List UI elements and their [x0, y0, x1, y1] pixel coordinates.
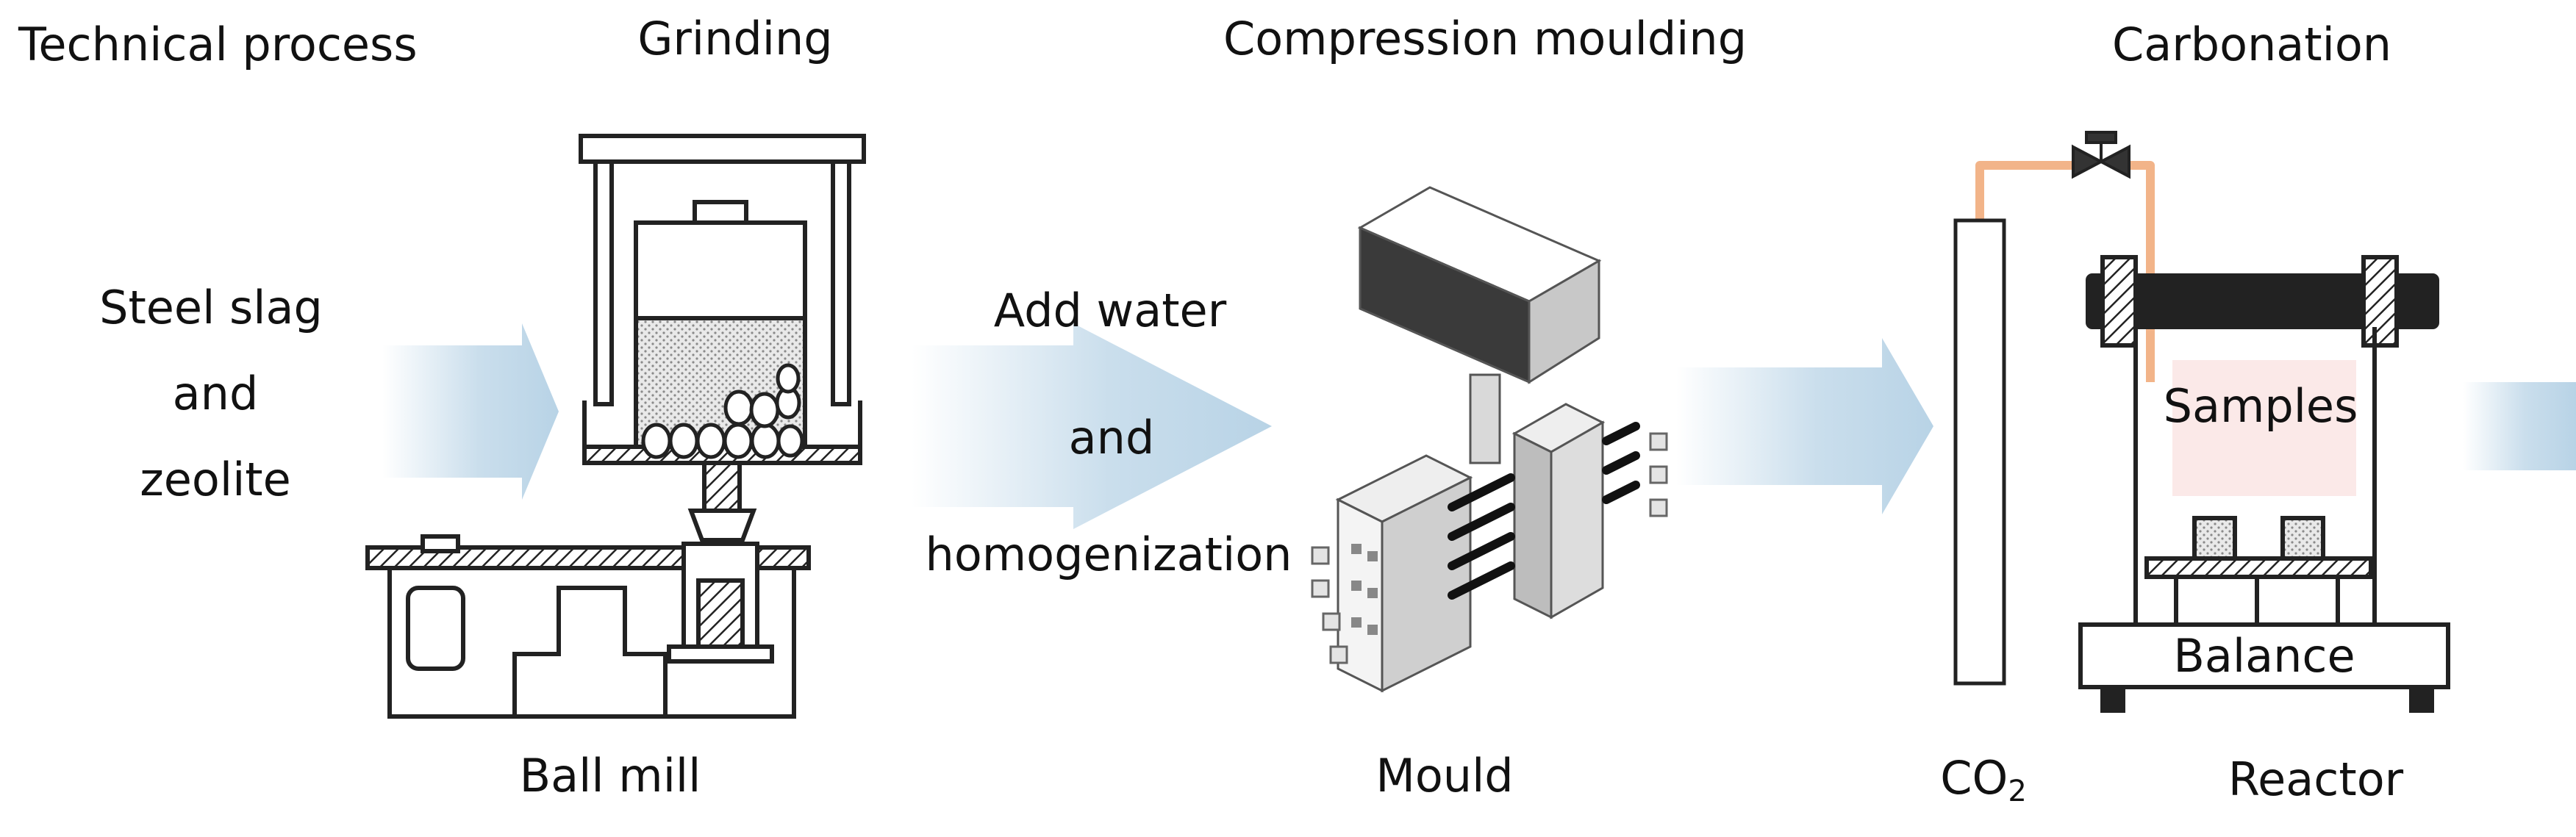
- mixing-label-line1: Add water: [993, 284, 1227, 337]
- diagram-title: Technical process: [18, 18, 418, 71]
- co2-label-subscript: 2: [2008, 775, 2027, 808]
- input-label-line3: zeolite: [140, 453, 291, 506]
- co2-label-main: CO: [1940, 751, 2008, 805]
- flow-arrow-1: [382, 323, 559, 500]
- mould-drawing: [1311, 186, 1668, 693]
- reactor-label: Reactor: [2228, 752, 2404, 806]
- ball-mill-drawing: [365, 134, 866, 719]
- stage-label-carbonation: Carbonation: [2111, 18, 2392, 71]
- flow-arrow-4: [2463, 382, 2576, 470]
- stage-label-grinding: Grinding: [637, 12, 833, 65]
- reactor-drawing: [2078, 255, 2450, 713]
- samples-label: Samples: [2163, 379, 2358, 433]
- flow-arrow-2: [912, 323, 1272, 529]
- co2-cylinder: [1953, 154, 2155, 686]
- ball-mill-label: Ball mill: [519, 749, 701, 802]
- balance-label: Balance: [2173, 629, 2355, 683]
- input-label-line2: and: [172, 367, 259, 420]
- mixing-label-line3: homogenization: [925, 528, 1292, 581]
- valve-icon: [2072, 131, 2130, 179]
- stage-label-compression: Compression moulding: [1223, 12, 1747, 65]
- co2-label: CO2: [1940, 755, 2027, 808]
- mould-label: Mould: [1375, 749, 1514, 802]
- input-label-line1: Steel slag: [99, 281, 323, 334]
- flow-arrow-3: [1676, 338, 1933, 514]
- mixing-label-line2: and: [1068, 411, 1155, 464]
